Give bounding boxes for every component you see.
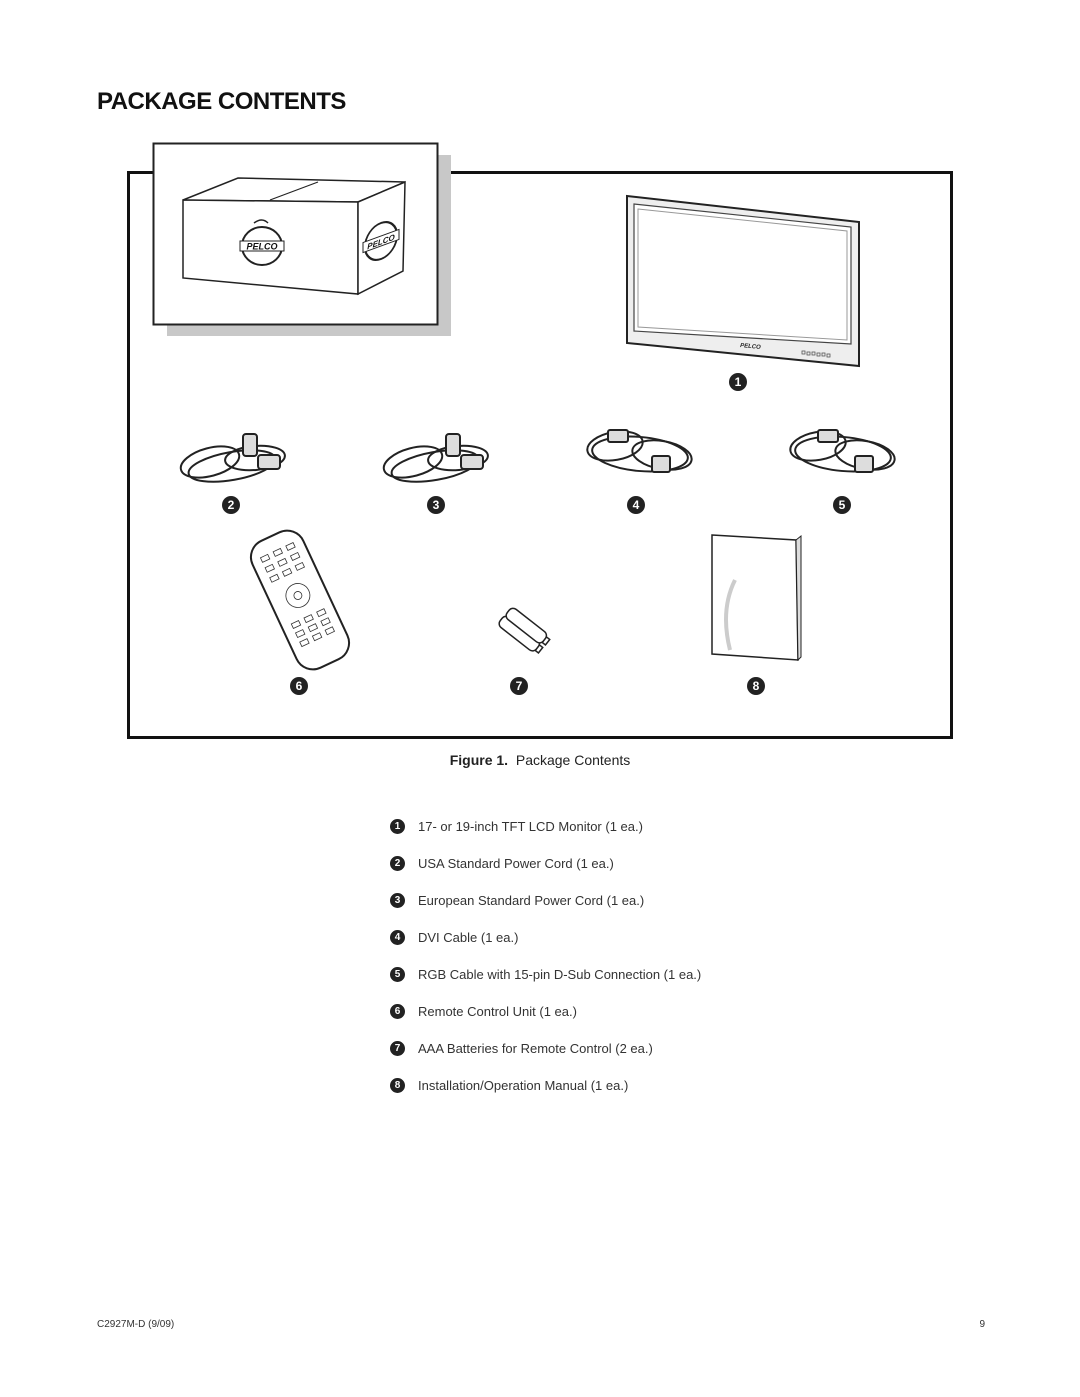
svg-text:5: 5 [839, 498, 846, 512]
item-text: AAA Batteries for Remote Control (2 ea.) [418, 1041, 653, 1056]
callout-1: 1 [729, 373, 747, 391]
item-number-badge: 1 [390, 819, 405, 834]
remote-control-illustration [249, 529, 351, 671]
item-text: Installation/Operation Manual (1 ea.) [418, 1078, 629, 1093]
item-text: DVI Cable (1 ea.) [418, 930, 519, 945]
list-item: 2 USA Standard Power Cord (1 ea.) [390, 845, 701, 882]
usa-power-cord-illustration [179, 433, 286, 483]
item-number-badge: 2 [390, 856, 405, 871]
callout-4: 4 [627, 496, 645, 514]
item-text: European Standard Power Cord (1 ea.) [418, 893, 645, 908]
callout-2: 2 [222, 496, 240, 514]
svg-text:1: 1 [735, 375, 742, 389]
list-item: 4 DVI Cable (1 ea.) [390, 919, 701, 956]
figure-caption-label: Figure 1. [449, 752, 509, 768]
callout-8: 8 [747, 677, 765, 695]
figure-caption-text: Package Contents [515, 752, 631, 768]
document-id: C2927M-D (9/09) [97, 1319, 175, 1330]
pelco-logo-front: PELCO [239, 219, 285, 266]
svg-text:PELCO: PELCO [740, 343, 761, 351]
list-item: 3 European Standard Power Cord (1 ea.) [390, 882, 701, 919]
svg-text:3: 3 [433, 498, 440, 512]
list-item: 6 Remote Control Unit (1 ea.) [390, 993, 701, 1030]
item-text: RGB Cable with 15-pin D-Sub Connection (… [418, 967, 702, 982]
item-number-badge: 7 [390, 1041, 405, 1056]
page-title: PACKAGE CONTENTS [97, 88, 346, 115]
svg-text:4: 4 [633, 498, 640, 512]
list-item: 8 Installation/Operation Manual (1 ea.) [390, 1067, 701, 1104]
svg-text:7: 7 [516, 679, 523, 693]
svg-text:2: 2 [228, 498, 235, 512]
aaa-batteries-illustration [498, 607, 551, 655]
package-contents-figure: PELCO PELCO PELCO [127, 142, 953, 739]
lcd-monitor-illustration: PELCO [626, 194, 860, 368]
svg-text:8: 8 [753, 679, 760, 693]
svg-text:6: 6 [296, 679, 303, 693]
item-text: USA Standard Power Cord (1 ea.) [418, 856, 614, 871]
svg-text:PELCO: PELCO [246, 242, 277, 252]
callout-3: 3 [427, 496, 445, 514]
item-number-badge: 4 [390, 930, 405, 945]
european-power-cord-illustration [382, 433, 489, 483]
callout-6: 6 [290, 677, 308, 695]
page-number: 9 [979, 1319, 985, 1330]
shipping-box-illustration: PELCO PELCO [152, 142, 451, 336]
figure-caption: Figure 1. Package Contents [0, 752, 1080, 768]
item-number-badge: 5 [390, 967, 405, 982]
item-number-badge: 8 [390, 1078, 405, 1093]
item-text: 17- or 19-inch TFT LCD Monitor (1 ea.) [418, 819, 643, 834]
list-item: 5 RGB Cable with 15-pin D-Sub Connection … [390, 956, 701, 993]
rgb-cable-illustration [789, 429, 896, 473]
callout-7: 7 [510, 677, 528, 695]
item-text: Remote Control Unit (1 ea.) [418, 1004, 577, 1019]
list-item: 7 AAA Batteries for Remote Control (2 ea.… [390, 1030, 701, 1067]
item-number-badge: 6 [390, 1004, 405, 1019]
item-number-badge: 3 [390, 893, 405, 908]
list-item: 1 17- or 19-inch TFT LCD Monitor (1 ea.) [390, 808, 701, 845]
callout-5: 5 [833, 496, 851, 514]
manual-illustration [711, 534, 802, 662]
dvi-cable-illustration [586, 429, 693, 473]
